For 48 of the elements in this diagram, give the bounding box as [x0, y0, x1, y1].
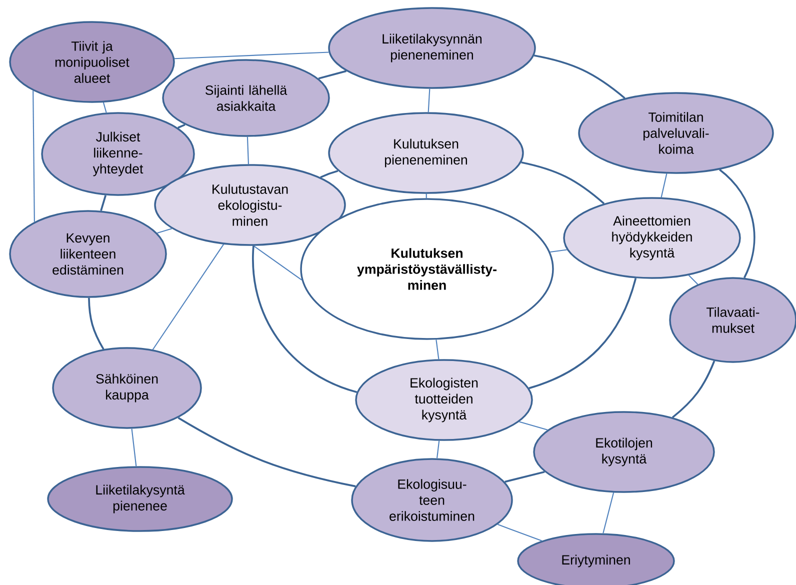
ellipse-node: Kulutuksen pieneneminen: [328, 112, 524, 194]
ellipse-node: Julkiset liikenne- yhteydet: [41, 112, 195, 196]
connector-line: [131, 428, 137, 466]
connector-line: [688, 274, 698, 285]
connector-line: [428, 88, 430, 112]
ring-arc: [672, 360, 716, 418]
ellipse-node: Sähköinen kauppa: [52, 347, 202, 429]
ellipse-node: Ekologisuu- teen erikoistuminen: [351, 458, 513, 542]
connector-line: [157, 228, 172, 234]
ring-arc: [528, 278, 637, 390]
ring-arc: [88, 298, 104, 350]
ellipse-node: Aineettomien hyödykkeiden kysyntä: [563, 197, 741, 279]
ellipse-node: Sijainti lähellä asiakkaita: [162, 59, 330, 137]
ellipse-node: Eriytyminen: [517, 533, 675, 585]
connector-line: [519, 421, 548, 430]
connector-line: [32, 90, 35, 222]
connector-line: [504, 470, 545, 483]
connector-line: [497, 524, 542, 542]
ring-arc: [534, 54, 626, 99]
connector-line: [178, 124, 186, 129]
ellipse-node: Toimitilan palveluvali- koima: [578, 92, 774, 174]
connector-line: [253, 245, 302, 280]
ellipse-node: Kevyen liikenteen edistäminen: [9, 210, 167, 298]
ellipse-node: Kulutustavan ekologistu- minen: [154, 164, 346, 246]
ellipse-node: Tiivit ja monipuoliset alueet: [9, 21, 175, 103]
connector-line: [550, 249, 567, 253]
ring-arc: [521, 161, 605, 204]
ellipse-node: Liiketilakysyntä pienenee: [47, 466, 233, 532]
connector-line: [426, 194, 427, 198]
ellipse-node: Ekologisten tuotteiden kysyntä: [355, 359, 533, 441]
ellipse-node: Tilavaati- mukset: [669, 277, 796, 363]
connector-line: [660, 174, 668, 198]
ring-arc: [252, 246, 358, 394]
connector-line: [102, 102, 107, 113]
connector-line: [436, 440, 440, 458]
connector-line: [602, 492, 614, 534]
connector-line: [246, 136, 250, 164]
ellipse-node: Liiketilakysynnän pieneneminen: [328, 7, 536, 89]
connector-line: [318, 70, 346, 80]
connector-line: [152, 244, 224, 350]
connector-line: [436, 340, 440, 360]
ring-arc: [719, 168, 756, 278]
connector-line: [100, 195, 106, 211]
connector-line: [174, 52, 329, 60]
ellipse-node: Ekotilojen kysyntä: [533, 411, 715, 493]
ring-arc: [320, 170, 338, 178]
ring-arc: [178, 416, 356, 488]
ellipse-node: Kulutuksen ympäristöystävällisty- minen: [300, 198, 554, 340]
